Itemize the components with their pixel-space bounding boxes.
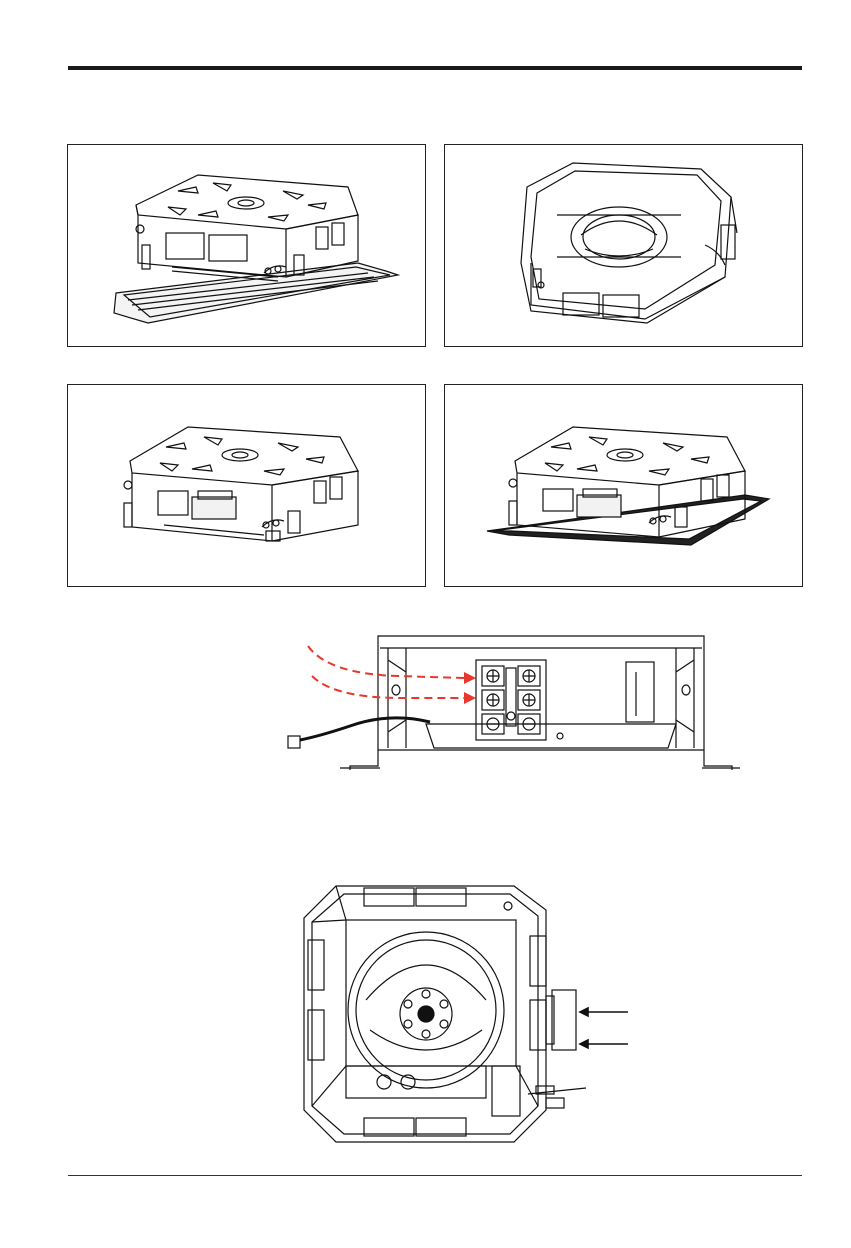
- cassette-bottom-view-icon: [296, 880, 636, 1148]
- figure-unit-with-panel: [67, 144, 426, 347]
- bottom-rule: [68, 1175, 802, 1176]
- terminal-block-wiring-diagram-icon: [280, 632, 740, 774]
- top-rule: [68, 66, 802, 70]
- bottom-view-diagram: [296, 880, 636, 1148]
- figure-unit-with-box: [67, 384, 426, 587]
- figure-unit-box-and-panel: [444, 384, 803, 587]
- wiring-diagram: [280, 632, 740, 774]
- cassette-unit-with-panel-icon: [68, 145, 425, 346]
- cassette-unit-with-box-and-panel-icon: [445, 385, 802, 586]
- cassette-unit-underside-icon: [445, 145, 802, 346]
- cassette-unit-with-control-box-icon: [68, 385, 425, 586]
- figure-unit-underside: [444, 144, 803, 347]
